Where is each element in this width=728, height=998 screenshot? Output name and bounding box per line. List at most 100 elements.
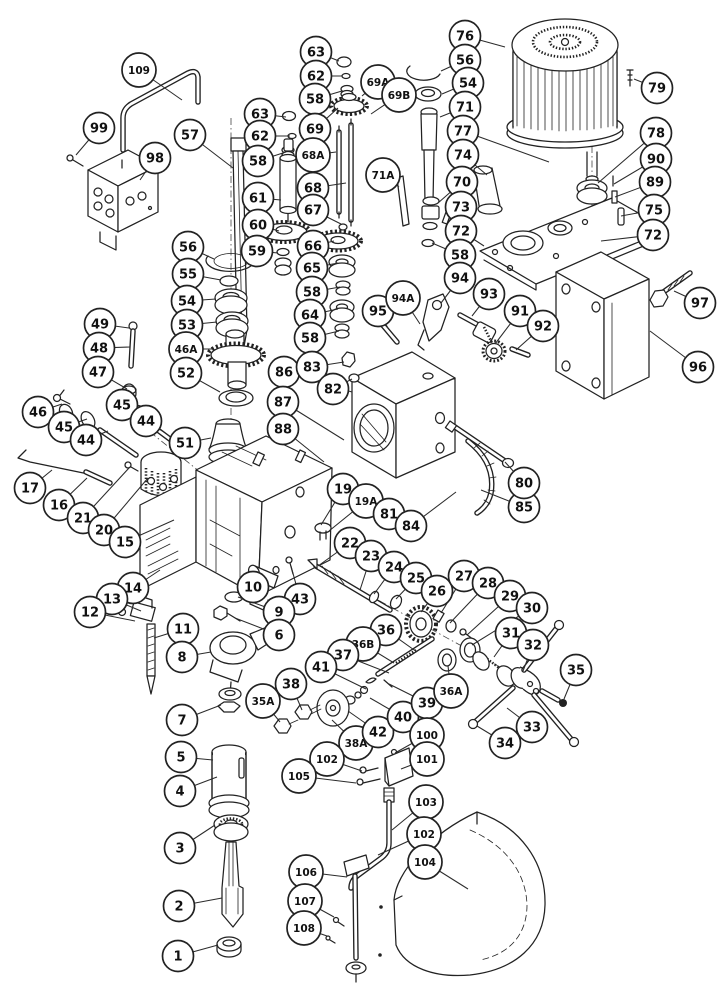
part-balloon-7: 7	[165, 703, 199, 737]
balloon-circle	[681, 350, 715, 384]
balloon-number: 85	[515, 501, 533, 516]
part-balloon-3: 3	[163, 831, 197, 865]
balloon-circle	[169, 356, 203, 390]
balloon-number: 28	[479, 577, 497, 592]
part-balloon-101: 101	[409, 741, 445, 777]
balloon-number: 89	[646, 176, 664, 191]
balloon-number: 73	[452, 201, 470, 216]
part-balloon-89: 89	[638, 165, 672, 199]
balloon-circle	[21, 395, 55, 429]
balloon-number: 23	[362, 550, 380, 565]
part-balloon-36A: 36A	[433, 673, 469, 709]
part-balloon-71A: 71A	[365, 157, 401, 193]
balloon-circle	[163, 774, 197, 808]
feed-shaft-assembly	[307, 558, 580, 748]
balloon-number: 25	[407, 572, 425, 587]
balloon-number: 58	[306, 93, 324, 108]
balloon-number: 92	[534, 320, 552, 335]
balloon-circle	[443, 261, 477, 295]
balloon-number: 100	[416, 730, 438, 742]
balloons-layer: 1099998576362586160595655545346A52516362…	[13, 19, 717, 973]
part-balloon-41: 41	[304, 650, 338, 684]
part-balloon-44: 44	[69, 423, 103, 457]
coolant-pump-and-guard	[325, 747, 546, 983]
balloon-number: 58	[249, 155, 267, 170]
balloon-number: 71A	[372, 170, 396, 182]
part-balloon-93: 93	[472, 277, 506, 311]
balloon-number: 94	[451, 272, 469, 287]
balloon-number: 13	[103, 593, 121, 608]
balloon-circle	[507, 466, 541, 500]
balloon-circle	[503, 294, 537, 328]
balloon-circle	[241, 144, 275, 178]
part-balloon-40: 40	[386, 700, 420, 734]
balloon-number: 42	[369, 726, 387, 741]
balloon-number: 56	[456, 54, 474, 69]
balloon-number: 106	[295, 867, 317, 879]
balloon-number: 75	[645, 204, 663, 219]
balloon-number: 108	[293, 923, 315, 935]
part-balloon-73: 73	[444, 190, 478, 224]
balloon-number: 35	[567, 664, 585, 679]
balloon-number: 22	[341, 537, 359, 552]
part-balloon-58: 58	[443, 238, 477, 272]
balloon-circle	[262, 618, 296, 652]
balloon-circle	[129, 404, 163, 438]
balloon-number: 3	[175, 842, 184, 857]
balloon-number: 51	[176, 437, 194, 452]
balloon-number: 72	[452, 225, 470, 240]
balloon-circle	[73, 595, 107, 629]
balloon-number: 20	[95, 524, 113, 539]
feed-hub	[140, 451, 182, 497]
part-balloon-79: 79	[640, 71, 674, 105]
balloon-number: 71	[456, 101, 474, 116]
balloon-circle	[361, 715, 395, 749]
part-balloon-34: 34	[488, 726, 522, 760]
balloon-circle	[245, 683, 281, 719]
balloon-number: 62	[307, 70, 325, 85]
balloon-number: 53	[178, 319, 196, 334]
part-balloon-4: 4	[163, 774, 197, 808]
part-balloon-72: 72	[636, 218, 670, 252]
balloon-number: 54	[459, 77, 477, 92]
balloon-number: 104	[414, 857, 436, 869]
balloon-circle	[108, 525, 142, 559]
balloon-number: 61	[249, 192, 267, 207]
part-balloon-76: 76	[448, 19, 482, 53]
balloon-number: 41	[312, 661, 330, 676]
balloon-number: 44	[77, 434, 95, 449]
part-balloon-80: 80	[507, 466, 541, 500]
balloon-number: 82	[324, 383, 342, 398]
balloon-number: 21	[74, 512, 92, 527]
part-balloon-70: 70	[445, 165, 479, 199]
balloon-number: 90	[647, 153, 665, 168]
balloon-circle	[163, 831, 197, 865]
balloon-number: 83	[303, 361, 321, 376]
part-balloon-87: 87	[266, 385, 300, 419]
balloon-number: 44	[137, 415, 155, 430]
balloon-number: 55	[179, 268, 197, 283]
balloon-circle	[394, 509, 428, 543]
balloon-number: 7	[177, 714, 186, 729]
balloon-number: 45	[55, 421, 73, 436]
balloon-circle	[13, 471, 47, 505]
part-balloon-6: 6	[262, 618, 296, 652]
part-balloon-69B: 69B	[381, 77, 417, 113]
balloon-number: 24	[385, 561, 403, 576]
balloon-number: 97	[691, 297, 709, 312]
balloon-number: 66	[304, 240, 322, 255]
pin-and-spring	[444, 420, 515, 516]
part-balloon-103: 103	[408, 784, 444, 820]
balloon-circle	[121, 52, 157, 88]
balloon-number: 94A	[392, 293, 416, 305]
part-balloon-82: 82	[316, 372, 350, 406]
balloon-number: 87	[274, 396, 292, 411]
part-balloon-35: 35	[559, 653, 593, 687]
balloon-number: 30	[523, 602, 541, 617]
balloon-number: 36A	[440, 686, 464, 698]
balloon-circle	[162, 889, 196, 923]
balloon-circle	[683, 286, 717, 320]
part-balloon-68A: 68A	[295, 137, 331, 173]
part-balloon-83: 83	[295, 350, 329, 384]
